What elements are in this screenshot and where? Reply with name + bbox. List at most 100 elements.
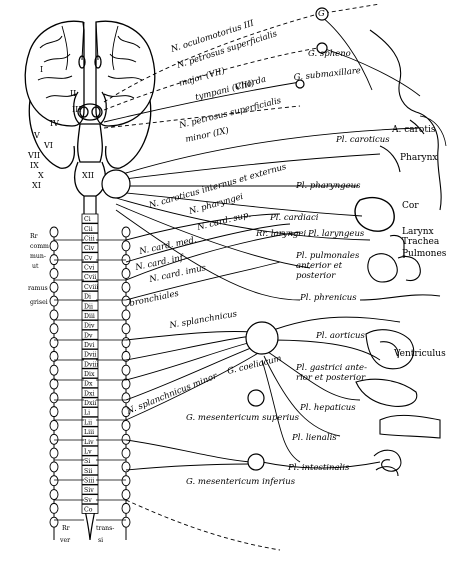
nerve-lines	[54, 3, 421, 551]
spinal-segment-label: Dx	[84, 381, 93, 388]
spinal-segment-label: Li	[84, 410, 90, 417]
label-ut: ut	[32, 263, 39, 270]
label-n-card-sup: N. card. sup.	[195, 210, 252, 233]
organs	[354, 29, 447, 477]
spinal-segment-label: Si	[84, 458, 90, 465]
spinal-segment-label: Ciii	[84, 236, 95, 243]
brain	[24, 20, 156, 197]
chain-ganglion	[49, 337, 59, 348]
cranial-VI: VI	[43, 141, 53, 150]
spinal-segment-label: Sii	[84, 468, 92, 475]
left-labels: Rr comm mun- ut ramus grisei	[28, 233, 49, 306]
label-larynx: Larynx	[402, 227, 434, 237]
spinal-segment-label: Dix	[84, 371, 95, 378]
chain-ganglion	[121, 461, 131, 473]
label-g-mesent-inf: G. mesentericum inferius	[186, 477, 296, 487]
label-ventriculus: Ventriculus	[393, 349, 446, 359]
spinal-segment-label: Div	[84, 323, 95, 330]
spinal-segment-box	[81, 378, 99, 388]
spinal-segment-box	[81, 223, 99, 234]
chain-ganglion	[49, 295, 59, 307]
label-pl-aorticus: Pl. aorticus	[315, 331, 365, 341]
spinal-segments: CiCiiCiiiCivCvCviCviiCviiiDiDiiDiiiDivDv…	[81, 213, 99, 514]
label-rr-laryngei: Rr. laryngei	[255, 229, 307, 239]
g-coeliacum-circle	[245, 321, 279, 355]
spinal-segment-label: Liv	[84, 439, 94, 446]
label-g-coeliacum: G. coeliacum	[226, 354, 282, 377]
spinal-segment-label: Di	[84, 294, 91, 301]
label-pl-lienalis: Pl. lienalis	[291, 433, 337, 443]
chain-ganglion	[121, 309, 131, 321]
chain-ganglion	[121, 337, 131, 348]
label-pl-laryngeus: Pl. laryngeus	[307, 229, 365, 239]
label-pl-hepaticus: Pl. hepaticus	[299, 403, 356, 413]
chain-ganglion	[49, 502, 59, 514]
spinal-segment-label: Dviii	[84, 361, 98, 368]
label-g-mesent-sup: G. mesentericum superius	[186, 413, 300, 423]
spinal-segment-box	[81, 271, 99, 282]
label-n-splanchnicus-minor: N. splanchnicus minor	[124, 371, 219, 417]
label-posterior: posterior	[296, 271, 336, 281]
spinal-segment-box	[81, 465, 99, 476]
chain-ganglion	[49, 489, 59, 500]
spinal-segment-box	[81, 445, 99, 456]
spinal-segment-label: Liii	[84, 429, 94, 436]
spinal-segment-box	[81, 455, 99, 466]
spinal-segment-label: Cvi	[84, 265, 94, 272]
spinal-segment-box	[81, 349, 99, 359]
cranial-III: III	[72, 105, 81, 114]
chain-ganglion	[49, 433, 59, 445]
spinal-segment-label: Cii	[84, 226, 93, 233]
chain-ganglion	[121, 350, 131, 362]
spinal-segment-box	[81, 339, 99, 350]
label-mun: mun-	[30, 253, 46, 260]
spinal-segment-box	[81, 232, 99, 243]
label-pl-pulmonales: Pl. pulmonales	[295, 251, 360, 261]
g-mesent-sup-circle	[247, 389, 265, 407]
label-a-carotis: A. carotis	[391, 125, 436, 135]
chain-ganglion	[49, 309, 59, 321]
spinal-segment-box	[81, 484, 99, 495]
chain-ganglion	[49, 254, 59, 266]
label-n-petrosus-sup-minor: N. petrosus superficialis	[177, 96, 283, 131]
chain-ganglion	[121, 254, 131, 266]
label-comm: comm	[30, 243, 49, 250]
g-ciliare-circle	[315, 7, 329, 21]
cranial-I: I	[40, 65, 43, 74]
label-ver: ver	[59, 537, 70, 544]
cranial-numerals: I II III IV V VI VII IX X XI XII	[27, 65, 94, 190]
chain-ganglion	[49, 406, 59, 418]
label-trachea: Trachea	[402, 237, 440, 247]
label-n-bronchiales: bronchiales	[129, 289, 181, 309]
label-g-submaxillare: G. submaxillare	[293, 66, 361, 83]
cranial-II: II	[70, 89, 76, 98]
chain-ganglion	[49, 281, 59, 293]
spinal-segment-label: Lii	[84, 419, 92, 426]
chain-ganglion	[121, 295, 131, 307]
spinal-segment-box	[81, 436, 99, 447]
spinal-segment-label: Civ	[84, 245, 95, 252]
label-cor: Cor	[402, 201, 419, 211]
label-pulmones: Pulmones	[402, 249, 447, 259]
spinal-segment-box	[81, 242, 99, 253]
label-anterior-et: anterior et	[296, 261, 343, 271]
label-g-spheno: G. spheno	[308, 49, 351, 59]
label-pl-cardiaci: Pl. cardiaci	[269, 213, 319, 223]
chain-ganglion	[49, 226, 59, 238]
g-spheno-circle	[316, 42, 328, 54]
spinal-segment-box	[81, 503, 99, 514]
spinal-segment-label: Dxii	[84, 400, 96, 407]
label-rior-et-posterior: rior et posterior	[296, 373, 366, 383]
cranial-XI: XI	[32, 181, 41, 190]
chain-ganglion	[121, 420, 131, 431]
g-cervical-sup	[101, 169, 131, 199]
spinal-segment-label: Diii	[84, 313, 95, 320]
chain-ganglion	[121, 378, 131, 390]
chain-ganglion	[121, 281, 131, 293]
chain-ganglion	[49, 378, 59, 390]
label-rr: Rr	[30, 233, 38, 240]
cranial-X: X	[38, 171, 44, 180]
cranial-V: V	[33, 131, 40, 140]
